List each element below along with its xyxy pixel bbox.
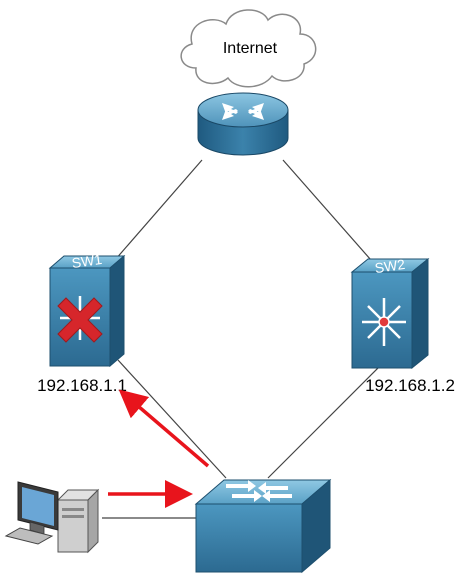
sw1-ip: 192.168.1.1 (37, 376, 127, 395)
router (197, 92, 289, 156)
router-icon (222, 103, 264, 120)
sw1-label: SW1 (71, 251, 103, 271)
x-mark-icon (57, 297, 103, 343)
sw2-switch: SW2 192.168.1.2 (350, 256, 455, 395)
sw1-switch: SW1 192.168.1.1 (37, 251, 127, 395)
sw2-label: SW2 (374, 256, 406, 276)
cloud-label: Internet (223, 40, 278, 57)
link-sw2-access (267, 359, 387, 479)
pc (4, 481, 100, 554)
switch-icon (226, 480, 292, 502)
link-router-sw2 (282, 159, 379, 269)
cloud-icon (180, 9, 317, 88)
internet-cloud: Internet (180, 9, 317, 88)
arrow-switch-to-sw1 (118, 389, 210, 468)
link-router-sw1 (107, 159, 203, 269)
traffic-arrows (108, 389, 210, 508)
access-switch (194, 478, 332, 574)
links (102, 159, 387, 519)
link-sw1-access (117, 359, 227, 479)
computer-icon (4, 481, 100, 554)
sw2-ip: 192.168.1.2 (365, 376, 455, 395)
